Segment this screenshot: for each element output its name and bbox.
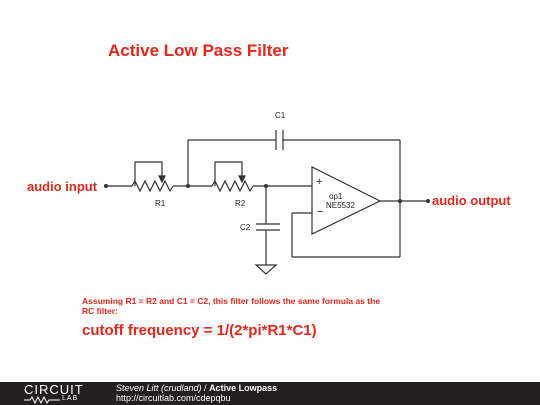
r2-resistor (211, 179, 254, 193)
attribution: Steven Litt (crudland) / Active Lowpass (116, 383, 277, 393)
author-link[interactable]: Steven Litt (crudland) (116, 383, 202, 393)
r1-label: R1 (155, 199, 166, 208)
r2-wiper (214, 161, 243, 186)
footer-bar: CIRCUIT LAB Steven Litt (crudland) / Act… (0, 382, 540, 405)
c1-label: C1 (275, 111, 286, 120)
r1-resistor (131, 179, 174, 193)
output-terminal (426, 199, 430, 203)
circuit-title: Active Lowpass (209, 383, 278, 393)
output-label: audio output (432, 193, 511, 208)
junction-dot (264, 184, 268, 188)
opamp-plus: + (316, 176, 323, 188)
c2-label: C2 (240, 223, 251, 232)
ground-symbol (254, 264, 278, 275)
logo-subtext: LAB (62, 395, 79, 402)
opamp-name: op1 (329, 192, 343, 201)
input-label: audio input (27, 179, 98, 194)
junction-dot (398, 199, 402, 203)
circuit-url[interactable]: http://circuitlab.com/cdepqbu (116, 393, 231, 403)
resistor-icon (24, 396, 60, 404)
junction-dot (186, 184, 190, 188)
page-title: Active Low Pass Filter (108, 41, 289, 60)
r1-wiper (134, 161, 163, 186)
logo-text: CIRCUIT (24, 382, 84, 397)
formula-note: Assuming R1 = R2 and C1 = C2, this filte… (82, 296, 381, 316)
separator: / (201, 383, 210, 393)
input-terminal (104, 184, 108, 188)
circuitlab-logo[interactable]: CIRCUIT LAB (0, 382, 100, 405)
opamp-part: NE5532 (326, 201, 355, 210)
r2-label: R2 (235, 199, 246, 208)
cutoff-formula: cutoff frequency = 1/(2*pi*R1*C1) (82, 322, 317, 339)
opamp-minus: − (317, 206, 324, 218)
opamp-triangle (311, 166, 382, 235)
